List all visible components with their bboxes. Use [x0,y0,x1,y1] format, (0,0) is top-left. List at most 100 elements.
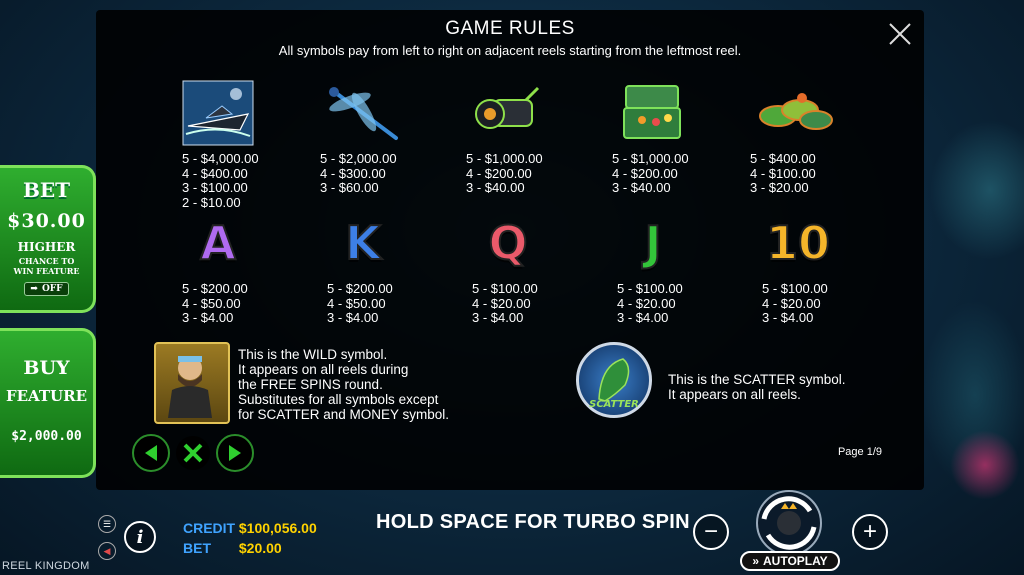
letter-q-icon: Q [487,215,528,271]
number-10-icon: 10 [765,215,831,271]
pay-list: 5 - $200.00 4 - $50.00 3 - $4.00 [327,281,399,326]
spin-button[interactable] [744,489,834,559]
letter-a-icon: A [199,215,237,271]
symbol-10: 10 5 - $100.00 4 - $20.00 3 - $4.00 [762,210,834,326]
feature-toggle[interactable]: ➡ OFF [24,282,69,296]
pay-line: 3 - $4.00 [472,310,524,325]
pay-line: 4 - $20.00 [762,295,821,311]
symbol-fish: 5 - $400.00 4 - $100.00 3 - $20.00 [750,80,840,196]
dragonfly-icon [320,80,410,146]
credit-display: CREDIT $100,056.00 [183,520,317,536]
pay-line: 3 - $4.00 [762,310,814,325]
symbol-a: A 5 - $200.00 4 - $50.00 3 - $4.00 [182,210,254,326]
wild-description: This is the WILD symbol. It appears on a… [238,347,488,422]
sound-icon[interactable]: ◀ [98,542,116,560]
pay-line: 4 - $50.00 [327,295,386,311]
increase-bet-button[interactable]: + [852,514,888,550]
pay-line: 4 - $200.00 [466,165,532,181]
fishing-reel-icon [466,80,550,146]
brand-logo: REEL KINGDOM [2,560,90,572]
scatter-line: It appears on all reels. [668,387,801,402]
bet-label: BET [183,540,211,556]
scatter-description: This is the SCATTER symbol. It appears o… [668,372,888,402]
credit-value: $100,056.00 [238,520,317,536]
page-title: GAME RULES [445,18,575,39]
arrow-right-icon: ➡ [30,284,38,294]
tackle-box-icon [612,80,692,146]
pay-line: 4 - $20.00 [617,295,676,311]
pay-line: 5 - $400.00 [750,151,816,166]
buy-title: BUY [23,357,70,379]
buy-amount: $2,000.00 [11,429,82,444]
pay-list: 5 - $2,000.00 4 - $300.00 3 - $60.00 [320,151,410,196]
pay-list: 5 - $4,000.00 4 - $400.00 3 - $100.00 2 … [182,151,259,210]
plus-icon: + [862,518,877,545]
fish-icon [750,80,840,146]
pay-list: 5 - $100.00 4 - $20.00 3 - $4.00 [617,281,689,326]
letter-k-icon: K [344,215,382,271]
bet-amount: $30.00 [7,210,86,232]
bet-value: $20.00 [238,540,282,556]
pay-line: 5 - $100.00 [617,281,683,296]
menu-icon[interactable]: ☰ [98,515,116,533]
symbol-fishing-reel: 5 - $1,000.00 4 - $200.00 3 - $40.00 [466,80,550,196]
pay-line: 4 - $400.00 [182,165,248,181]
rules-navigation [132,434,254,472]
prev-page-button[interactable] [132,434,170,472]
pay-line: 3 - $100.00 [182,180,248,195]
wild-line: Substitutes for all symbols except [238,392,439,407]
pay-line: 5 - $100.00 [762,281,828,296]
wild-line: for SCATTER and MONEY symbol. [238,407,450,422]
pay-line: 5 - $200.00 [182,281,248,296]
pay-list: 5 - $1,000.00 4 - $200.00 3 - $40.00 [466,151,550,196]
page-indicator: Page 1/9 [837,446,882,458]
bet-display: BET $20.00 [183,540,282,556]
pay-line: 3 - $40.00 [612,180,671,195]
pay-list: 5 - $100.00 4 - $20.00 3 - $4.00 [762,281,834,326]
letter-j-icon: J [643,215,662,271]
decrease-bet-button[interactable]: − [693,514,729,550]
info-button[interactable]: i [124,521,156,553]
chance-label: CHANCE TO WIN FEATURE [0,256,93,276]
pay-line: 3 - $20.00 [750,180,809,195]
symbol-speedboat: 5 - $4,000.00 4 - $400.00 3 - $100.00 2 … [182,80,259,210]
turbo-spin-hint: HOLD SPACE FOR TURBO SPIN [376,511,690,533]
wild-line: This is the WILD symbol. [238,347,388,362]
pay-line: 5 - $1,000.00 [612,151,689,166]
bet-panel[interactable]: BET $30.00 HIGHER CHANCE TO WIN FEATURE … [0,165,96,313]
symbol-q: Q 5 - $100.00 4 - $20.00 3 - $4.00 [472,210,544,326]
pay-list: 5 - $200.00 4 - $50.00 3 - $4.00 [182,281,254,326]
pay-line: 4 - $100.00 [750,165,816,181]
pay-line: 5 - $2,000.00 [320,151,397,166]
scatter-line: This is the SCATTER symbol. [668,372,846,387]
triangle-right-icon [229,445,241,461]
triangle-left-icon [145,445,157,461]
toggle-label: OFF [41,284,63,294]
pay-line: 3 - $4.00 [182,310,234,325]
speedboat-icon [182,80,254,146]
pay-list: 5 - $1,000.00 4 - $200.00 3 - $40.00 [612,151,692,196]
pay-line: 4 - $300.00 [320,165,386,181]
pay-line: 3 - $4.00 [617,310,669,325]
autoplay-button[interactable]: » AUTOPLAY [740,551,840,571]
autoplay-label: AUTOPLAY [763,554,828,568]
next-page-button[interactable] [216,434,254,472]
buy-feature-button[interactable]: BUY FEATURE $2,000.00 [0,328,96,478]
pay-line: 5 - $200.00 [327,281,393,296]
rules-subtitle: All symbols pay from left to right on ad… [278,43,742,58]
autoplay-icon: » [752,554,759,568]
pay-line: 2 - $10.00 [182,194,241,210]
scatter-symbol-icon: SCATTER [576,342,652,418]
symbol-dragonfly: 5 - $2,000.00 4 - $300.00 3 - $60.00 [320,80,410,196]
symbol-k: K 5 - $200.00 4 - $50.00 3 - $4.00 [327,210,399,326]
pay-line: 4 - $20.00 [472,295,531,311]
bet-title: BET [22,178,71,202]
close-icon[interactable] [888,22,912,46]
chance-line1: CHANCE TO [18,256,75,266]
close-rules-button[interactable] [176,436,210,470]
scatter-badge: SCATTER [589,399,639,410]
pay-line: 4 - $200.00 [612,165,678,181]
coral-decoration [930,120,1024,260]
game-rules-overlay: GAME RULES All symbols pay from left to … [96,10,924,490]
wild-line: the FREE SPINS round. [238,377,383,392]
